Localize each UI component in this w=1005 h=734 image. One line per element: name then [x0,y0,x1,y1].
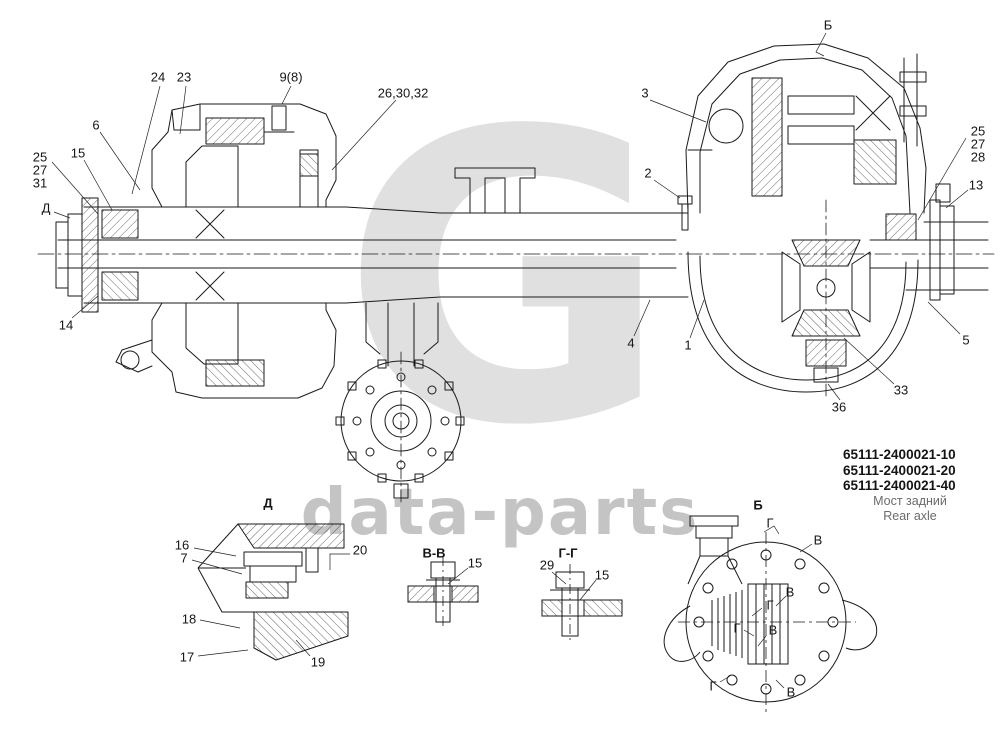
callout-27-left: 27 [32,162,48,178]
callout-b-pointer: Б [823,17,833,33]
view-label-vv: В-В [422,545,446,561]
callout-v-mark-3: В [768,622,778,638]
callout-4: 4 [627,335,635,351]
callout-29: 29 [539,557,555,573]
callout-g-mark-2: Г [766,597,774,613]
callout-9-8: 9(8) [279,69,303,85]
callout-24: 24 [150,69,166,85]
callout-15-vv: 15 [467,555,483,571]
callout-v-mark-2: В [785,584,795,600]
callout-g-mark-3: Г [733,620,741,636]
callout-5: 5 [962,332,970,348]
callout-18: 18 [181,611,197,627]
callout-19: 19 [310,654,326,670]
callout-v-mark-1: В [813,532,823,548]
assembly-name-ru: Мост задний [873,493,947,508]
callout-15-gg: 15 [594,567,610,583]
section-vv [407,556,479,630]
title-block: 65111-2400021-10 65111-2400021-20 65111-… [843,447,977,524]
callout-6: 6 [92,117,100,133]
assembly-name-en: Rear axle [883,508,937,523]
part-number-2: 65111-2400021-20 [843,462,956,478]
callout-25-right: 25 [970,123,986,139]
callout-15-left: 15 [70,145,86,161]
view-label-b: Б [753,497,763,513]
callout-23: 23 [176,69,192,85]
leader-lines [51,32,969,689]
callout-17: 17 [179,649,195,665]
view-b [663,515,878,712]
section-gg [541,564,623,644]
callout-20: 20 [352,542,368,558]
callout-2: 2 [644,165,652,181]
callout-27-right: 27 [970,136,986,152]
callout-14: 14 [58,317,74,333]
part-number-1: 65111-2400021-10 [843,447,956,462]
view-label-d: Д [263,495,273,511]
callout-33: 33 [893,382,909,398]
callout-16: 16 [174,537,190,553]
watermark-logo-glyph: G [341,48,669,513]
callout-31: 31 [32,175,48,191]
callout-g-mark-1: Г [766,515,774,531]
callout-1: 1 [684,337,692,353]
callout-g-mark-4: Г [709,678,717,694]
callout-13: 13 [968,177,984,193]
callout-28: 28 [970,149,986,165]
callout-v-mark-4: В [786,684,796,700]
callout-7: 7 [180,550,188,566]
callout-d-pointer: Д [41,200,51,216]
callout-26-30-32: 26,30,32 [377,85,429,101]
detail-d-view [197,523,349,661]
watermark-logo: G [341,48,669,513]
callout-3: 3 [641,85,649,101]
watermark-text: data-parts [301,476,700,550]
view-label-gg: Г-Г [558,545,578,561]
callout-36: 36 [831,399,847,415]
callout-25-left: 25 [32,149,48,165]
part-number-3: 65111-2400021-40 [843,478,956,493]
main-view [37,43,995,503]
